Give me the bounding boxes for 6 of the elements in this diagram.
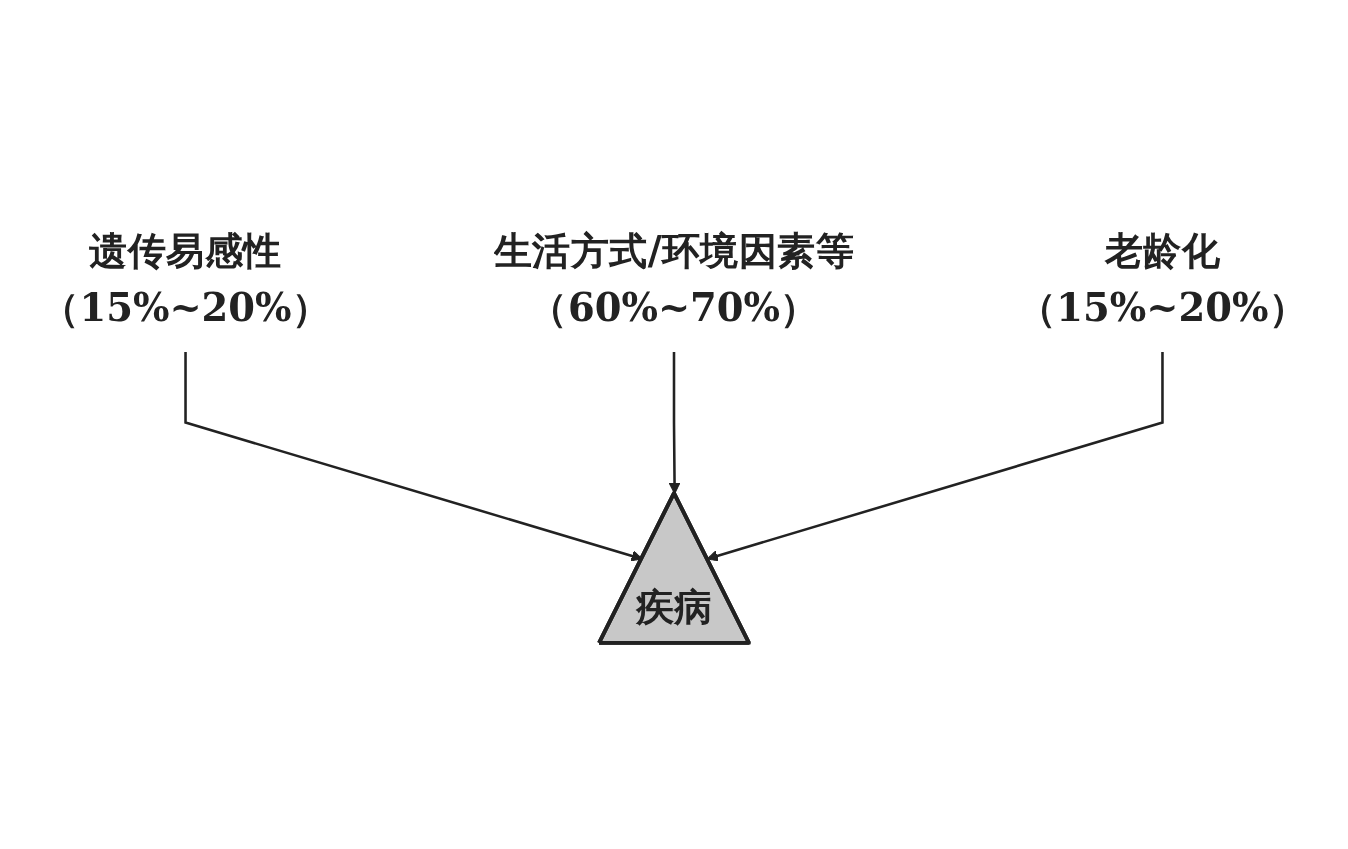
node-text: 老龄化 （15%~20%）: [1017, 227, 1308, 331]
arrow: [184, 352, 643, 562]
node-text: 遗传易感性 （15%~20%）: [40, 227, 331, 331]
arrow: [706, 352, 1164, 562]
arrow: [668, 352, 681, 495]
node-text: 生活方式/环境因素等 （60%~70%）: [494, 227, 854, 331]
